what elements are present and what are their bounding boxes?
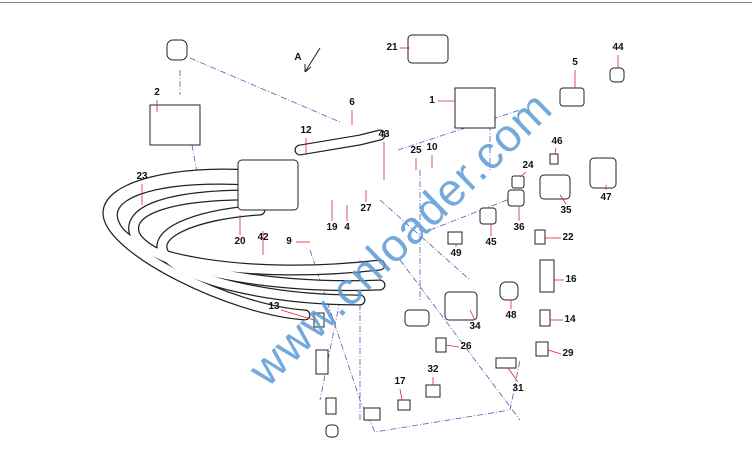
part-label: 20 [234,236,246,247]
cap-48 [499,281,519,301]
elbow-fitting [166,39,188,61]
part-label: 35 [560,205,572,216]
fitting [325,397,337,415]
cap-44 [609,67,625,83]
part-label: 4 [344,222,350,233]
part-label: 42 [257,232,269,243]
fitting [404,309,430,327]
part-label: 22 [562,232,574,243]
part-label: 47 [600,192,612,203]
fitting-22 [534,229,546,245]
coupling-35 [539,174,571,200]
part-label: 2 [154,87,160,98]
part-label: 1 [429,95,435,106]
part-label: 5 [572,57,578,68]
part-label: 21 [386,42,398,53]
fitting-36 [507,189,525,207]
part-label: 19 [326,222,338,233]
fitting-26 [435,337,447,353]
part-label: 36 [513,222,525,233]
fitting-45 [479,207,497,225]
part-label: 24 [522,160,534,171]
elbow-29 [535,341,549,357]
part-label: 48 [505,310,517,321]
part-label: 16 [565,274,577,285]
fitting-49 [447,231,463,245]
part-label: 32 [427,364,439,375]
part-label: 44 [612,42,624,53]
components [149,34,625,438]
fitting-14 [539,309,551,327]
leader-lines [141,47,619,401]
tube [315,349,329,375]
part-label: 23 [136,171,148,182]
view-label-a: A [294,52,302,63]
part-label: 9 [286,236,292,247]
valve-1 [454,87,496,129]
part-label: 49 [450,248,462,259]
part-label: 12 [300,125,312,136]
fitting-5 [559,87,585,107]
part-label: 31 [512,383,524,394]
part-label: 17 [394,376,406,387]
block-2 [149,104,201,146]
top-border [0,2,752,3]
part-label: 10 [426,142,438,153]
view-arrow [304,47,321,73]
part-label: 27 [360,203,372,214]
part-label: 13 [268,301,280,312]
tee [363,407,381,421]
part-label: 46 [551,136,563,147]
part-label: 25 [410,145,422,156]
part-label: 6 [349,97,355,108]
part-label: 34 [469,321,481,332]
sleeve-47 [589,157,617,189]
part-label: 29 [562,348,574,359]
part-label: 14 [564,314,576,325]
tee-32 [425,384,441,398]
part-label: 45 [485,237,497,248]
tube-16 [539,259,555,293]
assembly-dash-lines [179,57,521,433]
part-label: 26 [460,341,472,352]
fitting-24 [511,175,525,189]
fitting-46 [549,153,559,165]
fitting-17 [397,399,411,411]
elbow [325,424,339,438]
valve-block-center [237,159,299,211]
coupling-34 [444,291,478,321]
tee-31 [495,357,517,369]
cover-21 [407,34,449,64]
part-label: 43 [378,129,390,140]
